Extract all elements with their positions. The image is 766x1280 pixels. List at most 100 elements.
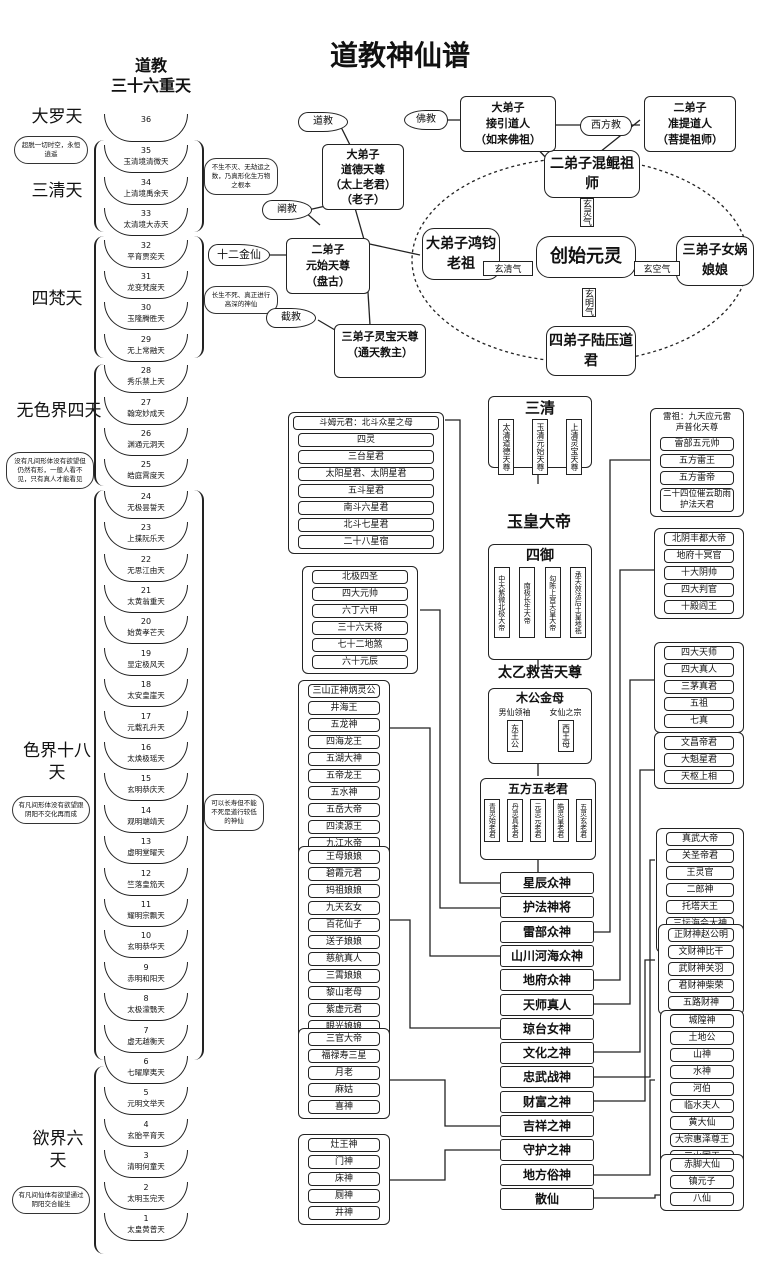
yuhuang-label: 玉皇大帝 — [492, 508, 586, 538]
deity-item: 井神 — [308, 1206, 380, 1220]
heaven-number: 25 — [140, 460, 152, 470]
lutao-node: 四弟子陆压道君 — [546, 326, 636, 376]
laojun-line-1: 大弟子 — [346, 148, 380, 161]
arrow-label-up: 玄灵气 — [580, 198, 594, 227]
heaven-number: 19 — [140, 648, 152, 658]
deity-item: 四渎源王 — [308, 820, 380, 834]
deity-item: 妈祖娘娘 — [308, 884, 380, 898]
heaven-name: 太明玉完天 — [127, 1193, 165, 1203]
deity-item: 碧霞元君 — [308, 867, 380, 881]
category-label: 星辰众神 — [500, 872, 594, 894]
deity-item: 二十八星宿 — [298, 535, 434, 549]
wulao-item: 元灵元老君 — [529, 799, 546, 842]
realm-wuse: 无色界四天 — [16, 401, 102, 421]
heaven-name: 玄胎平育天 — [127, 1130, 165, 1140]
tianshi-group: 四大天师四大真人三茅真君五祖七真 — [654, 642, 744, 733]
realm-se: 色界十八天 — [23, 741, 91, 783]
rivers-group: 三山正神炳灵公井海王五龙神四海龙王五湖大神五帝龙王五水神五岳大帝四渎源王九江水帝 — [298, 680, 390, 856]
deity-item: 灶王神 — [308, 1138, 380, 1152]
heaven-name: 皓庭霄度天 — [127, 471, 165, 481]
category-label: 吉祥之神 — [500, 1115, 594, 1137]
heaven-name: 秀乐禁上天 — [127, 377, 165, 387]
taiyi-label: 太乙救苦天尊 — [498, 665, 582, 681]
sanqing-item: 上清灵宝天尊 — [566, 419, 582, 475]
heavens-heading-line-2: 三十六重天 — [110, 76, 191, 95]
rbrace-sifan — [190, 236, 204, 358]
yuanshi-line-1: 二弟子 — [311, 243, 345, 256]
hunkun-node: 二弟子混鲲祖师 — [544, 150, 640, 198]
deity-item: 福禄寿三星 — [308, 1049, 380, 1063]
luck-group: 三官大帝福禄寿三星月老麻姑喜神 — [298, 1028, 390, 1119]
heaven-number: 1 — [143, 1214, 149, 1223]
deity-item: 四大判官 — [664, 583, 734, 597]
deity-item: 武财神关羽 — [668, 962, 734, 976]
category-label: 天师真人 — [500, 993, 594, 1016]
xifangjiao-label: 西方教 — [580, 116, 632, 136]
category-label: 护法神将 — [500, 896, 594, 919]
jieyin-node: 大弟子 接引道人 （如来佛祖） — [460, 96, 556, 152]
deity-item: 五路财神 — [668, 996, 734, 1010]
deity-item: 六丁六甲 — [312, 604, 408, 618]
deity-item: 床神 — [308, 1172, 380, 1186]
heaven-name: 玉隆腾胜天 — [127, 314, 165, 324]
deity-item: 九天玄女 — [308, 901, 380, 915]
heaven-name: 虚明堂曜天 — [127, 848, 165, 858]
laojun-line-4: （老子） — [341, 193, 385, 206]
note-sifan: 长生不死、真正进行高深的神仙 — [204, 286, 278, 314]
heaven-number: 17 — [140, 711, 152, 721]
mugong-left-label: 男仙领袖 — [498, 708, 531, 717]
heaven-number: 7 — [143, 1025, 149, 1035]
category-label: 守护之神 — [500, 1139, 594, 1162]
heaven-number: 3 — [143, 1151, 149, 1161]
deity-item: 七真 — [664, 714, 734, 728]
heaven-number: 5 — [143, 1088, 149, 1098]
rbrace-se — [190, 490, 204, 1060]
deity-item: 慈航真人 — [308, 952, 380, 966]
sanqing-box: 三清 太清道德天尊 玉清元始天尊 上清灵宝天尊 — [488, 396, 592, 475]
deity-item: 十殿阎王 — [664, 600, 734, 614]
deity-item: 三台星君 — [298, 450, 434, 464]
deity-item: 斗姆元君：北斗众星之母 — [293, 416, 439, 430]
deity-item: 河伯 — [670, 1082, 734, 1096]
deity-item: 王母娘娘 — [308, 850, 380, 864]
lingbao-line-1: 三弟子灵宝天尊 — [341, 330, 419, 343]
deity-item: 四大真人 — [664, 663, 734, 677]
deity-item: 君财神柴荣 — [668, 979, 734, 993]
deity-item: 三官大帝 — [308, 1032, 380, 1046]
war-group: 真武大帝关圣帝君王灵官二郎神托塔天王三坛海会大神护法四帅 — [656, 828, 744, 953]
heaven-name: 无极昙誓天 — [127, 502, 165, 512]
heaven-name: 始黄孝芒天 — [127, 628, 165, 638]
deity-item: 五斗星君 — [298, 484, 434, 498]
heaven-number: 27 — [140, 397, 152, 407]
deity-item: 七十二地煞 — [312, 638, 408, 652]
deity-item: 五方雷帝 — [660, 471, 734, 485]
deity-item: 送子娘娘 — [308, 935, 380, 949]
deity-item: 土地公 — [670, 1031, 734, 1045]
heaven-number: 36 — [140, 115, 152, 124]
deity-item: 五方雷王 — [660, 454, 734, 468]
deity-item: 大魁星君 — [664, 753, 734, 767]
wulao-item: 皓灵皇老君 — [552, 799, 569, 842]
category-label: 忠武战神 — [500, 1066, 594, 1089]
deity-item: 雷祖：九天应元雷声普化天尊 — [660, 412, 734, 434]
deity-item: 六十元辰 — [312, 655, 408, 669]
heaven-number: 20 — [140, 617, 152, 627]
deity-item: 天枢上相 — [664, 770, 734, 784]
deity-item: 麻姑 — [308, 1083, 380, 1097]
realm-daluo: 大罗天 — [31, 107, 83, 127]
deity-item: 三霄娘娘 — [308, 969, 380, 983]
daojiao-label: 道教 — [298, 112, 348, 132]
deity-item: 山神 — [670, 1048, 734, 1062]
heaven-name: 玄明恭庆天 — [127, 785, 165, 795]
heavens-heading: 道教 三十六重天 — [96, 56, 206, 96]
